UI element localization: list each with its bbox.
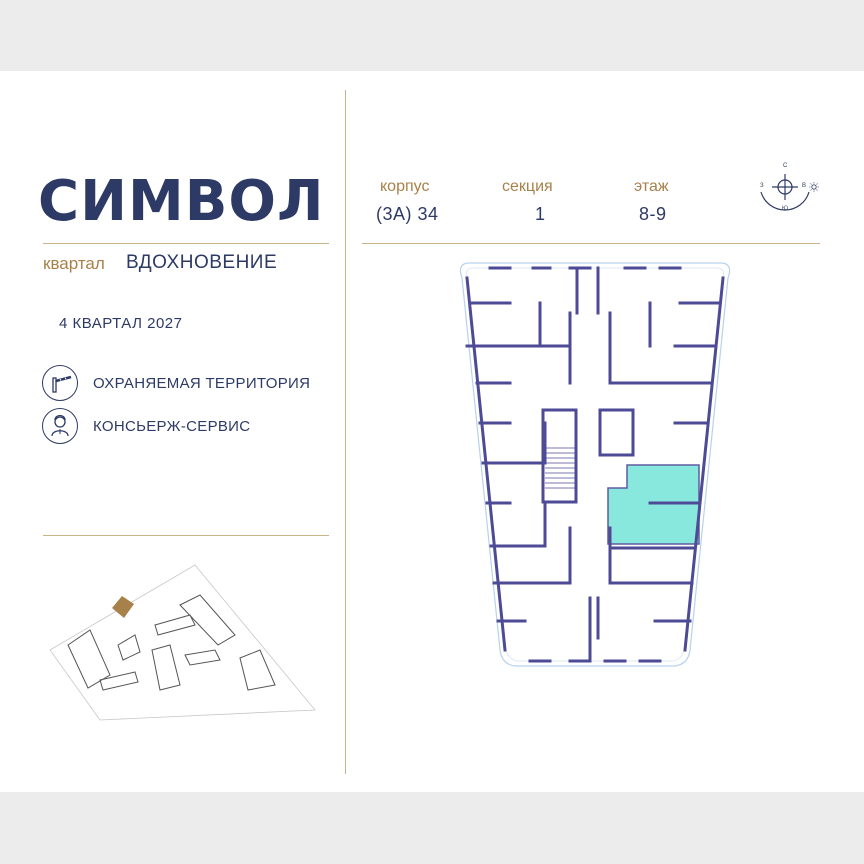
- site-plan: [49, 564, 316, 721]
- compass-south: Ю: [782, 206, 789, 212]
- selected-building-marker: [112, 596, 134, 618]
- compass-rose: С Ю З В: [752, 160, 822, 220]
- building-label: корпус: [380, 178, 430, 195]
- floor-label: этаж: [634, 178, 669, 195]
- quarter-name: ВДОХНОВЕНИЕ: [126, 252, 278, 273]
- divider-top-right: [362, 243, 820, 244]
- floor-value: 8-9: [639, 204, 667, 224]
- site-boundary: [49, 564, 316, 721]
- floor-plan: [459, 262, 731, 667]
- feature-label-secured: ОХРАНЯЕМАЯ ТЕРРИТОРИЯ: [93, 374, 311, 392]
- compass-east: В: [802, 183, 807, 189]
- compass-west: З: [760, 183, 764, 189]
- compass-icon: [760, 174, 819, 211]
- feature-secured-territory: ОХРАНЯЕМАЯ ТЕРРИТОРИЯ: [42, 365, 310, 401]
- feature-label-concierge: КОНСЬЕРЖ-СЕРВИС: [93, 417, 251, 435]
- section-value: 1: [535, 204, 546, 224]
- divider-vertical: [345, 90, 346, 774]
- compass-north: С: [783, 163, 788, 169]
- divider-top-left: [43, 243, 329, 244]
- feature-concierge: КОНСЬЕРЖ-СЕРВИС: [42, 408, 250, 444]
- divider-left-bottom: [43, 535, 329, 536]
- building-value: (3А) 34: [376, 204, 439, 224]
- quarter-label: квартал: [43, 254, 105, 273]
- concierge-icon: [42, 408, 78, 444]
- barrier-icon: [42, 365, 78, 401]
- building-outline: [459, 262, 731, 667]
- section-label: секция: [502, 178, 553, 195]
- brand-logo: СИМВОЛ: [38, 169, 325, 234]
- plan-sheet: [0, 71, 864, 792]
- completion-date: 4 КВАРТАЛ 2027: [59, 315, 183, 332]
